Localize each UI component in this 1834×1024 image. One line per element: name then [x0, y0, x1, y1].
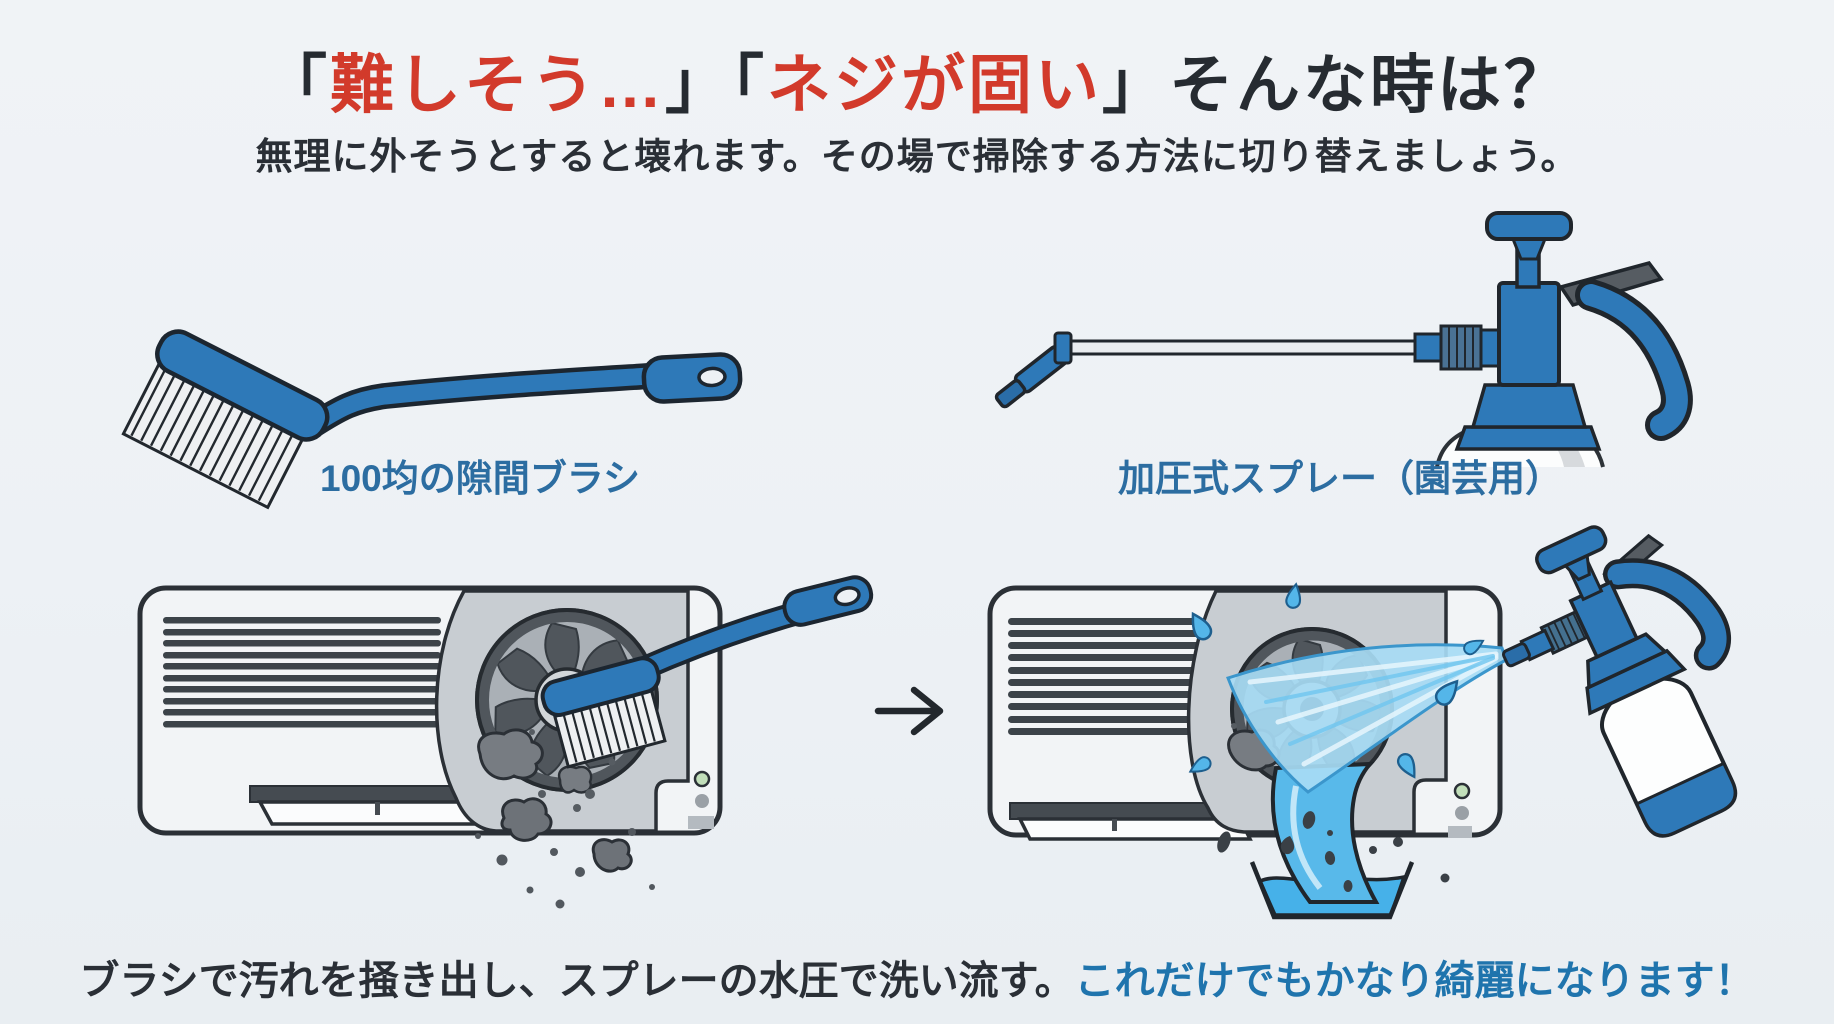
sprayer-nozzle — [1502, 608, 1592, 668]
status-led-gray — [695, 794, 709, 808]
pressure-sprayer-icon — [994, 211, 1693, 468]
dirt-on-fan — [477, 728, 625, 812]
title-bracket: 「 — [732, 49, 767, 121]
louver-slats — [1008, 618, 1204, 735]
bottle-band — [1634, 761, 1737, 838]
sprayer-label: 加圧式スプレー（園芸用） — [1118, 458, 1562, 499]
title-suffix: そんな時は？ — [1169, 49, 1571, 121]
pump-skirt — [1454, 425, 1602, 451]
scene-before-brushing — [137, 575, 874, 909]
spray-cone — [1226, 643, 1508, 794]
louver-slats — [163, 617, 441, 728]
sprayer-wand — [1061, 339, 1417, 356]
brush-grip — [641, 352, 743, 404]
wand-coupling — [1413, 324, 1501, 371]
dirty-water-stream — [1270, 761, 1380, 904]
brush-hang-hole — [833, 586, 861, 607]
bottom-caption: ブラシで汚れを掻き出し、スプレーの水圧で洗い流す。これだけでもかなり綺麗になりま… — [0, 948, 1834, 1006]
caption-highlight: これだけでもかなり綺麗になります！ — [1074, 959, 1755, 1003]
crevice-brush-icon — [121, 329, 743, 510]
wand-collar — [1053, 331, 1073, 365]
status-led-green — [1453, 782, 1471, 800]
scene-after-spraying — [987, 525, 1738, 920]
title-bracket: 」 — [665, 49, 732, 121]
subtitle: 無理に外そうとすると壊れます。その場で掃除する方法に切り替えましょう。 — [255, 136, 1579, 177]
brush-in-scene — [540, 575, 874, 769]
title-phrase-1: 難しそう… — [330, 49, 665, 121]
pump-body — [1497, 281, 1561, 387]
brush-head — [121, 329, 330, 510]
receiver-window — [688, 816, 714, 829]
title-bracket: 「 — [263, 49, 330, 121]
status-led-green — [693, 770, 711, 788]
page-title: 「難しそう…」「ネジが固い」そんな時は？ — [0, 34, 1834, 126]
dirt-specks — [1217, 830, 1450, 883]
caption-main: ブラシで汚れを掻き出し、スプレーの水圧で洗い流す。 — [79, 959, 1075, 1003]
pump-t-handle — [1485, 211, 1573, 241]
right-arrow-icon — [874, 686, 944, 736]
receiver-window — [1448, 826, 1472, 838]
brush-hang-hole — [697, 366, 727, 388]
sprayer-in-scene — [1502, 525, 1738, 838]
title-bracket: 」 — [1102, 49, 1169, 121]
brush-label: 100均の隙間ブラシ — [320, 458, 640, 499]
water-droplets — [1188, 582, 1485, 779]
falling-dirt — [475, 797, 655, 909]
collection-basin — [1249, 861, 1415, 920]
status-led-gray — [1455, 806, 1469, 820]
pump-t-handle — [1535, 525, 1608, 575]
title-phrase-2: ネジが固い — [767, 49, 1102, 121]
